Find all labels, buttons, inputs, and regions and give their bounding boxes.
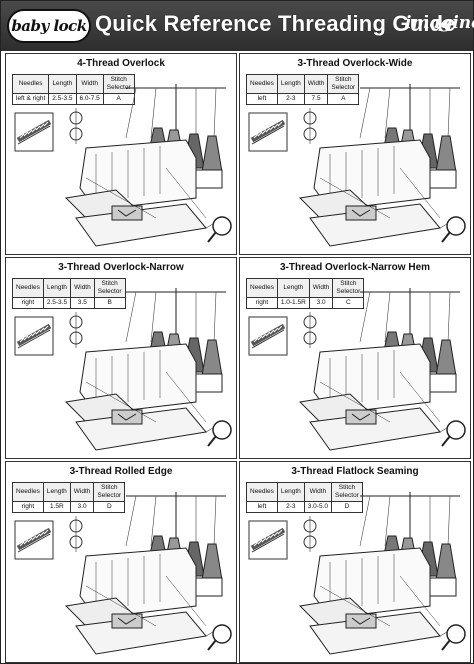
needles-header: Needles [12, 482, 44, 502]
needles-header: Needles [11, 74, 50, 94]
length-header: Length [48, 74, 77, 94]
needles-header: Needles [246, 482, 278, 502]
selector-value: C [332, 297, 365, 309]
selector-value: B [93, 297, 126, 309]
width-header: Width [303, 74, 329, 94]
needles-header: Needles [246, 278, 278, 298]
threading-panel: 3-Thread Overlock-Narrow Needles Length … [5, 257, 237, 459]
brand-logo: baby lock [7, 9, 91, 43]
header-bar: baby lock Quick Reference Threading Guid… [1, 1, 474, 51]
needles-value: left [246, 93, 278, 105]
selector-value: D [93, 501, 126, 513]
stitch-sample-icon [14, 520, 54, 560]
width-value: 3.0-5.0 [303, 501, 333, 513]
threading-panel: 3-Thread Flatlock Seaming Needles Length… [239, 461, 471, 663]
serger-diagram [64, 492, 232, 655]
serger-diagram [298, 492, 466, 655]
length-value: 1.5R [42, 501, 71, 513]
serger-diagram [64, 288, 232, 451]
serger-diagram [64, 84, 232, 247]
length-header: Length [276, 74, 305, 94]
width-value: 6.0-7.5 [75, 93, 104, 105]
length-header: Length [42, 278, 72, 298]
stitch-sample-icon [248, 112, 288, 152]
stitch-sample-icon [14, 112, 54, 152]
threading-panel: 3-Thread Overlock-Wide Needles Length Wi… [239, 53, 471, 255]
panel-title: 3-Thread Rolled Edge [69, 466, 173, 477]
panel-title: 4-Thread Overlock [77, 58, 165, 69]
panel-title: 3-Thread Overlock-Narrow [58, 262, 184, 273]
length-value: 1.0-1.5R [276, 297, 310, 309]
length-value: 2.5-3.5 [48, 93, 77, 105]
serger-diagram [298, 84, 466, 247]
needles-header: Needles [246, 74, 278, 94]
needles-value: right [246, 297, 278, 309]
needles-value: right [12, 297, 44, 309]
page-title: Quick Reference Threading Guide [95, 11, 456, 36]
width-value: 7.5 [303, 93, 329, 105]
selector-value: A [327, 93, 360, 105]
threading-panel: 4-Thread Overlock Needles Length Width S… [5, 53, 237, 255]
needles-header: Needles [12, 278, 44, 298]
needles-value: left & right [11, 93, 50, 105]
panel-grid: 4-Thread Overlock Needles Length Width S… [5, 53, 471, 663]
brand-name: baby lock [11, 17, 87, 35]
panel-title: 3-Thread Flatlock Seaming [291, 466, 419, 477]
panel-title: 3-Thread Overlock-Wide [297, 58, 413, 69]
threading-panel: 3-Thread Rolled Edge Needles Length Widt… [5, 461, 237, 663]
length-value: 2-3 [276, 501, 305, 513]
serger-diagram [298, 288, 466, 451]
threading-panel: 3-Thread Overlock-Narrow Hem Needles Len… [239, 257, 471, 459]
panel-title: 3-Thread Overlock-Narrow Hem [279, 262, 431, 273]
stitch-sample-icon [248, 316, 288, 356]
stitch-sample-icon [14, 316, 54, 356]
length-header: Length [276, 278, 310, 298]
width-header: Width [70, 278, 95, 298]
length-value: 2-3 [276, 93, 305, 105]
model-name: imagine [405, 13, 474, 33]
needles-value: right [12, 501, 44, 513]
stitch-sample-icon [248, 520, 288, 560]
width-value: 3.5 [70, 297, 95, 309]
selector-value: D [331, 501, 363, 513]
needles-value: left [246, 501, 278, 513]
length-value: 2.5-3.5 [42, 297, 72, 309]
